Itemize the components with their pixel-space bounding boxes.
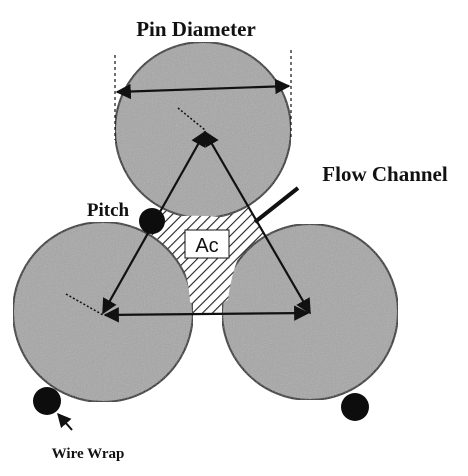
pin-left-center-mark: [65, 293, 104, 316]
pin-top: [114, 41, 292, 219]
pitch-label: Pitch: [87, 200, 130, 221]
flow-channel-label: Flow Channel: [322, 162, 448, 186]
ac-label-box: [184, 229, 230, 259]
wire-wrap-top: [139, 208, 165, 234]
pin-diameter-arrow: [115, 78, 291, 100]
pin-top-center-mark: [177, 107, 206, 131]
wire-wrap-label: Wire Wrap: [52, 446, 125, 462]
ac-label: Ac: [195, 235, 218, 257]
wire-wrap-right: [341, 393, 369, 421]
pin-diameter-label: Pin Diameter: [136, 17, 256, 41]
wire-wrap-left: [33, 387, 61, 415]
pitch-arrow-bottom: [103, 305, 310, 323]
wire-wrap-pointer: [57, 412, 73, 431]
flow-channel-pointer: [253, 186, 300, 224]
